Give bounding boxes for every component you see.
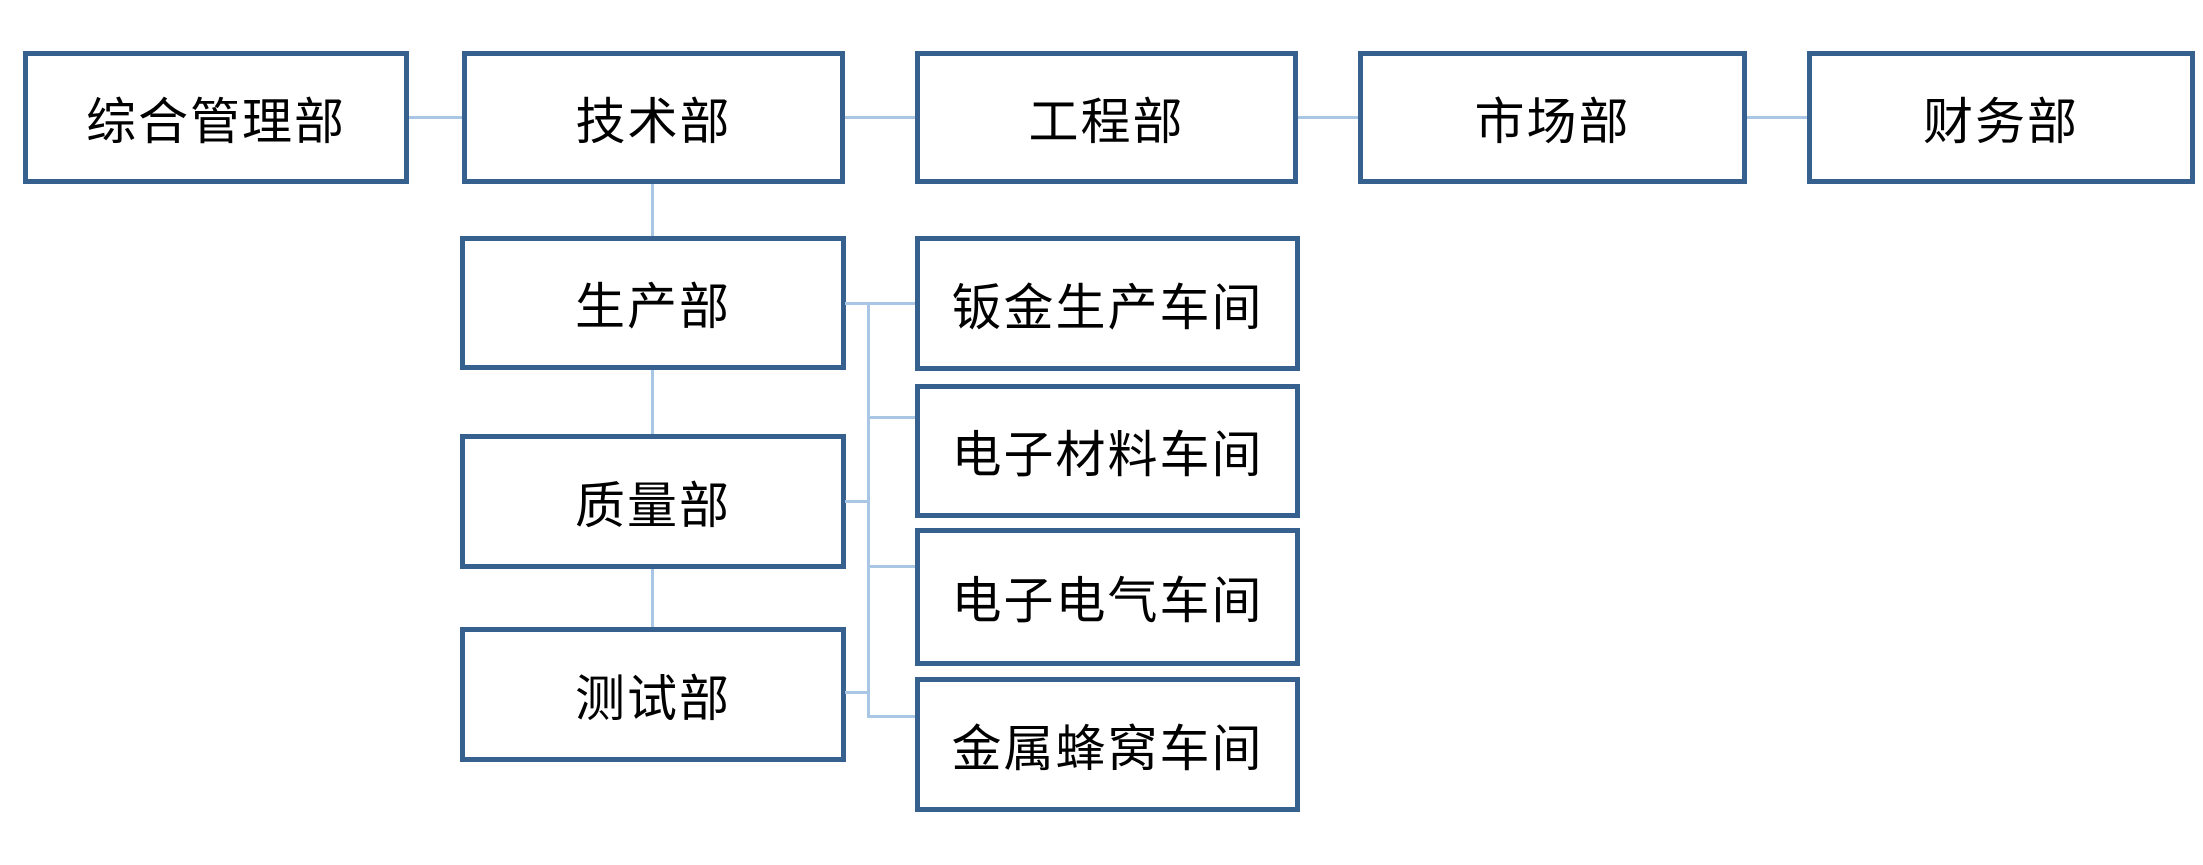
node-metal-honeycomb-workshop: 金属蜂窝车间 [915,677,1300,812]
node-finance-dept: 财务部 [1807,51,2195,184]
node-technology-dept: 技术部 [462,51,845,184]
node-testing-dept: 测试部 [460,627,846,762]
connector-production-to-sheet-metal [845,302,915,305]
connector-branch-metal-honeycomb [867,715,915,718]
node-label: 财务部 [1923,93,2079,150]
node-electronic-electrical-workshop: 电子电气车间 [915,528,1300,666]
node-production-dept: 生产部 [460,236,846,370]
connector-branch-electronic-electrical [867,565,915,568]
node-label: 质量部 [575,477,731,534]
connector-production-to-quality [651,370,654,434]
connector-quality-to-testing [651,569,654,627]
node-label: 生产部 [575,279,731,335]
connector-branch-electronic-materials [867,416,915,419]
connector-marketing-to-finance [1747,116,1807,119]
node-label: 电子电气车间 [951,573,1264,629]
node-label: 电子材料车间 [951,427,1264,483]
node-label: 工程部 [1028,93,1185,150]
node-label: 钣金生产车间 [951,279,1264,336]
node-marketing-dept: 市场部 [1358,51,1747,184]
node-label: 技术部 [575,93,732,150]
connector-technology-to-production [651,184,654,236]
node-label: 综合管理部 [86,93,346,150]
node-quality-dept: 质量部 [460,434,846,569]
node-electronic-materials-workshop: 电子材料车间 [915,384,1300,518]
connector-quality-stub [845,500,870,503]
connector-testing-stub [845,691,870,694]
node-general-management-dept: 综合管理部 [23,51,409,184]
node-label: 测试部 [575,670,731,727]
connector-engineering-to-marketing [1298,116,1358,119]
node-engineering-dept: 工程部 [915,51,1298,184]
node-label: 金属蜂窝车间 [951,720,1264,777]
node-label: 市场部 [1474,93,1631,150]
connector-workshop-trunk [867,302,870,718]
connector-technology-to-engineering [845,116,915,119]
node-sheet-metal-workshop: 钣金生产车间 [915,236,1300,371]
connector-general-to-technology [409,116,462,119]
